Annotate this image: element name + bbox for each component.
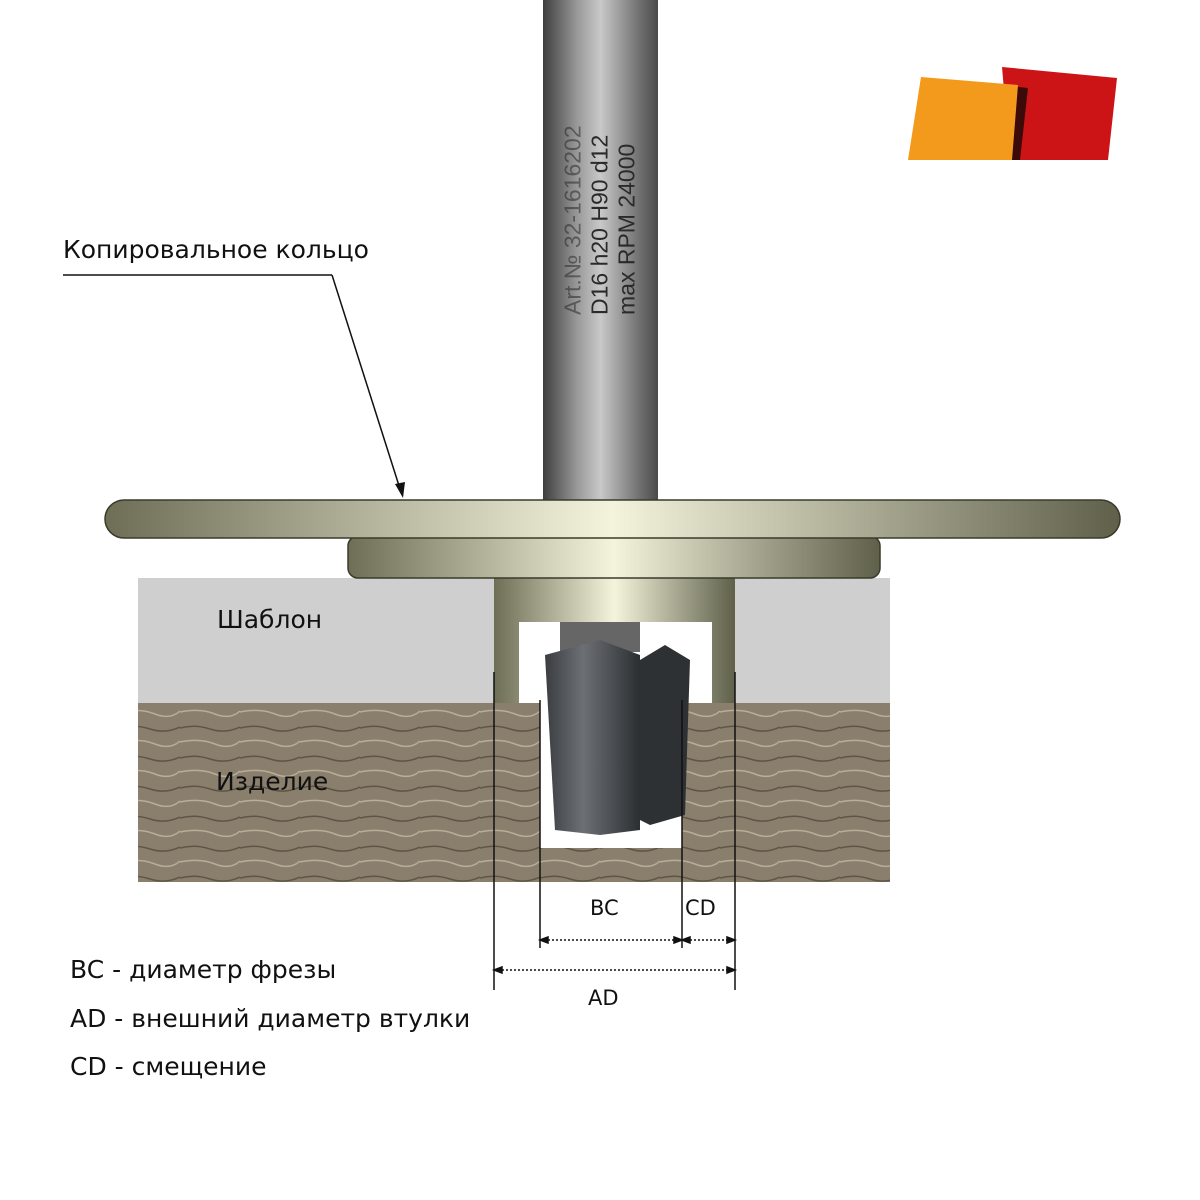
ring-flange (347, 535, 881, 579)
router-cutter (545, 622, 690, 835)
dim-ad-label: AD (588, 986, 619, 1010)
workpiece-label: Изделие (216, 767, 329, 796)
ring-label: Копировальное кольцо (63, 235, 369, 264)
dim-bc-label: BC (590, 896, 619, 920)
ring-leader-line (63, 274, 405, 498)
legend-cd: CD - смещение (70, 1052, 267, 1081)
dimension-lines (491, 672, 738, 990)
shank-marking: Art.№ 32-1616202 D16 h20 H90 d12 max RPM… (560, 35, 641, 315)
dim-cd-label: CD (685, 896, 716, 920)
legend-bc: BC - диаметр фрезы (70, 955, 337, 984)
shank-dimensions: D16 h20 H90 d12 (586, 134, 613, 315)
shank-rpm: max RPM 24000 (613, 143, 640, 315)
legend-ad: AD - внешний диаметр втулки (70, 1004, 471, 1033)
cutter-shank (543, 0, 658, 505)
copy-ring-plate (104, 499, 1121, 539)
logo (908, 67, 1117, 160)
guide-sleeve (494, 578, 735, 703)
template-label: Шаблон (217, 605, 323, 634)
workpiece (138, 703, 890, 882)
shank-article: Art.№ 32-1616202 (559, 125, 586, 315)
